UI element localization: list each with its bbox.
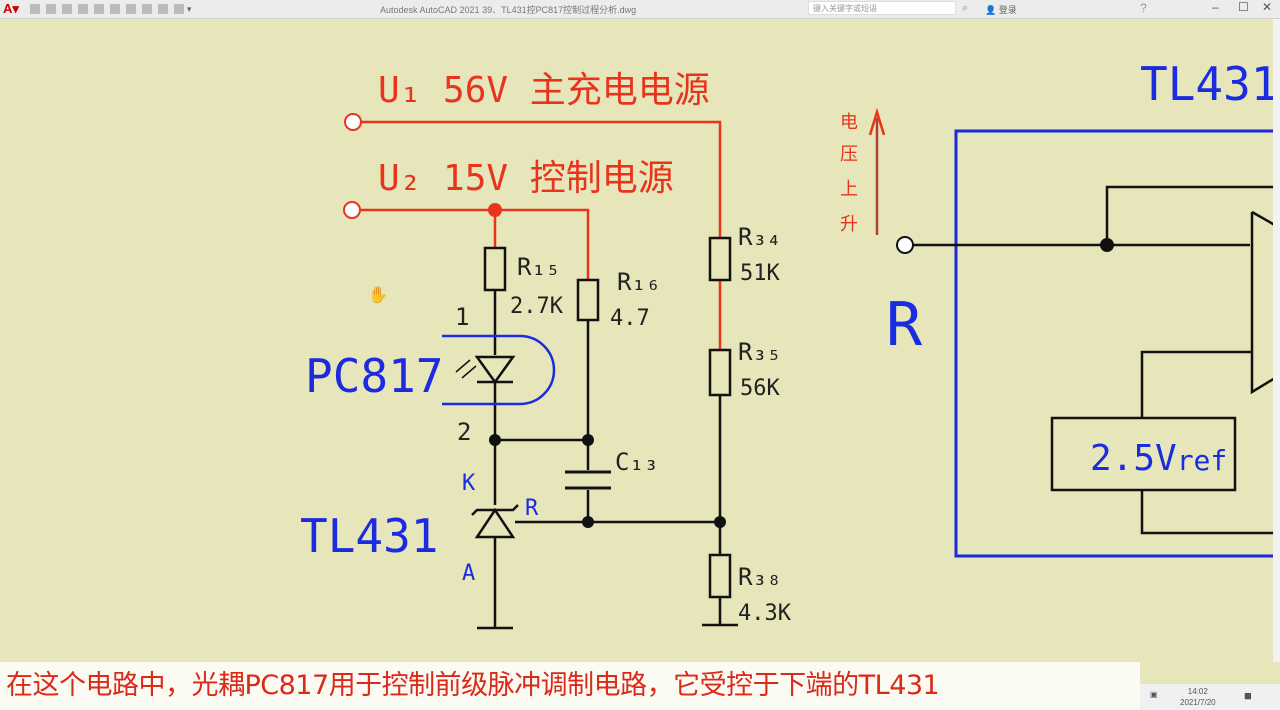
- system-tray: ▣ 14:02 2021/7/20 ■: [1140, 684, 1280, 710]
- pin2-label: 2: [457, 418, 471, 446]
- resistor-r16: [576, 278, 600, 322]
- open-file-icon[interactable]: [45, 4, 56, 14]
- resistor-r34: [708, 236, 732, 282]
- workspace-icon[interactable]: [173, 4, 184, 14]
- clock-time: 14:02: [1187, 687, 1208, 696]
- pin1-label: 1: [455, 303, 469, 331]
- svg-text:压: 压: [840, 144, 858, 165]
- window-title: Autodesk AutoCAD 2021 39、TL431控PC817控制过程…: [380, 5, 637, 15]
- customize-dropdown-icon[interactable]: ▾: [186, 3, 192, 14]
- login-button[interactable]: 👤 登录: [985, 5, 1017, 15]
- video-subtitle: 在这个电路中，光耦PC817用于控制前级脉冲调制电路，它受控于下端的TL431: [0, 662, 1140, 710]
- resistor-r38: [708, 553, 732, 599]
- u2-terminal: [343, 201, 361, 219]
- u2-label: U₂ 15V 控制电源: [378, 158, 674, 199]
- search-icon[interactable]: ⌕: [962, 2, 969, 14]
- resistor-r35: [708, 348, 732, 397]
- undo-icon[interactable]: [141, 4, 152, 14]
- svg-text:上: 上: [840, 179, 858, 200]
- r38-value: 4.3K: [738, 601, 792, 626]
- r38-label: R₃₈: [738, 563, 781, 591]
- r15-label: R₁₅: [517, 253, 560, 281]
- pc817-label: PC817: [305, 349, 443, 403]
- clock-date: 2021/7/20: [1180, 698, 1216, 707]
- r34-value: 51K: [740, 261, 780, 286]
- cursor-icon: ✋: [368, 285, 388, 304]
- u1-label: U₁ 56V 主充电电源: [378, 70, 710, 111]
- svg-text:升: 升: [840, 214, 858, 235]
- voltage-rise-label: 电 压 上 升: [840, 112, 858, 235]
- r16-label: R₁₆: [617, 268, 660, 296]
- r-terminal: [896, 236, 914, 254]
- block-title: TL431内: [1140, 57, 1280, 111]
- tl431-internal-box: [954, 129, 1280, 558]
- maximize-button[interactable]: ☐: [1238, 0, 1249, 14]
- clock[interactable]: 14:02 2021/7/20: [1180, 686, 1216, 708]
- login-label: 登录: [998, 5, 1017, 15]
- web-icon[interactable]: [93, 4, 104, 14]
- share-icon[interactable]: [109, 4, 120, 14]
- scrollbar[interactable]: [1273, 19, 1280, 662]
- u1-terminal: [344, 113, 362, 131]
- save-as-icon[interactable]: [77, 4, 88, 14]
- r34-label: R₃₄: [738, 223, 781, 251]
- search-input[interactable]: 键入关键字或短语: [808, 1, 956, 15]
- close-button[interactable]: ✕: [1262, 0, 1273, 14]
- arrow-up-icon: [868, 107, 886, 136]
- pin-k-label: K: [462, 471, 476, 496]
- pin-r-label: R: [525, 496, 539, 521]
- autocad-logo-icon[interactable]: A▾: [3, 1, 19, 16]
- svg-text:电: 电: [840, 112, 858, 133]
- led-symbol: [455, 355, 516, 385]
- r16-value: 4.7: [610, 306, 650, 331]
- new-file-icon[interactable]: [29, 4, 40, 14]
- plot-icon[interactable]: [125, 4, 136, 14]
- redo-icon[interactable]: [157, 4, 168, 14]
- vref-box: [1050, 416, 1237, 492]
- c13-label: C₁₃: [615, 448, 658, 476]
- optocoupler-outline: [442, 334, 556, 406]
- notification-icon[interactable]: ■: [1244, 688, 1252, 703]
- tray-icon[interactable]: ▣: [1150, 690, 1158, 699]
- r-terminal-label: R: [886, 290, 923, 360]
- minimize-button[interactable]: –: [1212, 0, 1219, 14]
- r15-value: 2.7K: [510, 294, 564, 319]
- pin-a-label: A: [462, 561, 475, 586]
- drawing-canvas[interactable]: U₁ 56V 主充电电源 U₂ 15V 控制电源 R₁₅ 2.7K R₁₆ 4.…: [0, 19, 1280, 662]
- title-bar: A▾ ▾ Autodesk AutoCAD 2021 39、TL431控PC81…: [0, 0, 1280, 19]
- resistor-r15: [483, 246, 507, 292]
- r35-value: 56K: [740, 376, 780, 401]
- save-icon[interactable]: [61, 4, 72, 14]
- tl431-symbol: [471, 504, 519, 539]
- tl431-label: TL431: [300, 509, 438, 563]
- vref-label: 2.5Vref: [1090, 438, 1227, 479]
- r35-label: R₃₅: [738, 338, 781, 366]
- help-icon[interactable]: ?: [1140, 1, 1147, 15]
